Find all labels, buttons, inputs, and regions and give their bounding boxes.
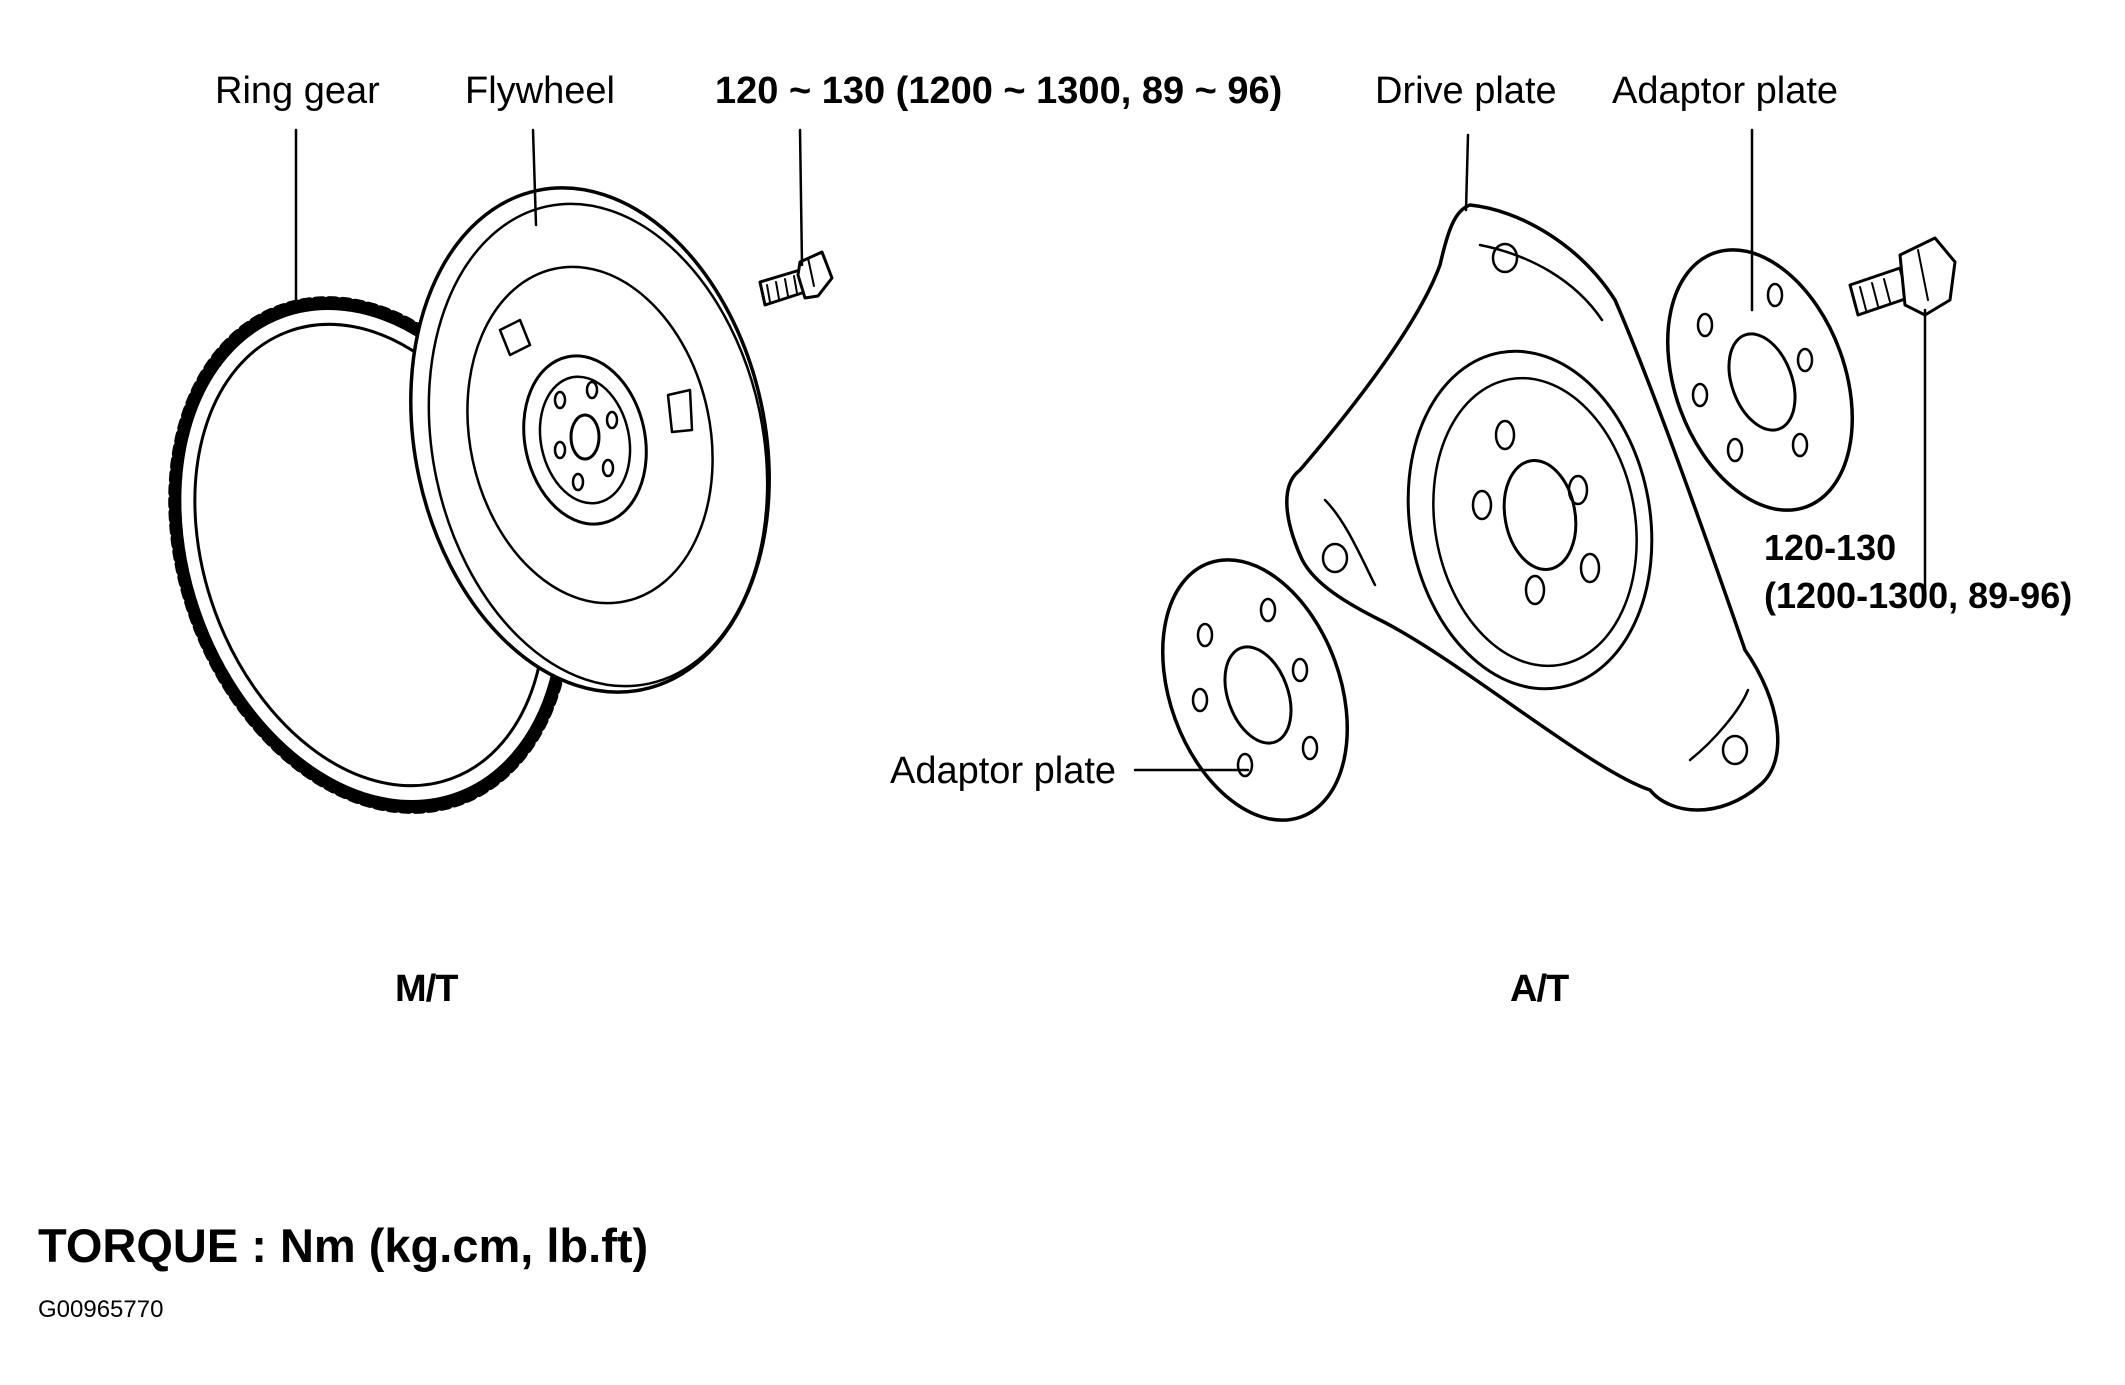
leader-torque-mt <box>800 130 802 265</box>
flywheel-face-notch <box>668 390 692 432</box>
drive-plate-hub <box>1411 362 1658 682</box>
adaptor-plate-bottom <box>1129 534 1381 846</box>
drive-plate-bolt-hole <box>1473 491 1491 519</box>
drive-plate-rim-line <box>1325 500 1375 585</box>
adaptor-plate-bolt <box>1850 238 1955 315</box>
leader-drive-plate <box>1466 135 1468 210</box>
torque-at-label-line1: 120-130 <box>1764 527 1897 568</box>
drive-plate-outline <box>1287 205 1778 810</box>
flywheel-label: Flywheel <box>465 70 615 112</box>
flywheel-face-notch <box>500 320 530 355</box>
drive-plate-label: Drive plate <box>1375 70 1557 112</box>
flywheel-bolt-hole <box>603 460 613 476</box>
leader-flywheel <box>533 130 536 225</box>
torque-units-legend: TORQUE : Nm (kg.cm, lb.ft) <box>38 1219 649 1272</box>
adaptor-plate-top-label: Adaptor plate <box>1612 70 1839 112</box>
drive-plate-bolt-hole <box>1569 476 1587 504</box>
drive-plate-rim-line <box>1690 690 1748 760</box>
flywheel-bolt-hole <box>573 474 583 490</box>
flywheel <box>366 154 814 726</box>
torque-mt-label: 120 ~ 130 (1200 ~ 1300, 89 ~ 96) <box>715 70 1283 112</box>
ring-gear-label: Ring gear <box>215 70 380 112</box>
leader-lines <box>296 130 1925 770</box>
flywheel-rim <box>366 154 814 726</box>
flywheel-hub-inner <box>529 368 642 511</box>
drive-plate-center-bore <box>1496 455 1584 575</box>
drive-plate-mount-hole <box>1323 544 1347 572</box>
flywheel-face <box>437 244 742 626</box>
flywheel-bolt-hole <box>607 412 617 428</box>
drive-plate-mount-hole <box>1493 244 1517 272</box>
flywheel-bolt-hole <box>587 382 597 398</box>
flywheel-rim-edge <box>386 172 810 718</box>
drive-plate-bolt-hole <box>1496 421 1514 449</box>
figure-id: G00965770 <box>38 1296 164 1323</box>
torque-at-label-line2: (1200-1300, 89-96) <box>1764 575 2073 616</box>
flywheel-hub-outer <box>509 344 662 535</box>
section-label-mt: M/T <box>395 968 458 1010</box>
drive-plate-bolt-hole <box>1526 576 1544 604</box>
drive-plate-mount-hole <box>1723 736 1747 764</box>
adaptor-plate-top <box>1634 224 1886 536</box>
section-label-at: A/T <box>1510 968 1569 1010</box>
flywheel-bolt-hole <box>555 392 565 408</box>
flywheel-bolt <box>760 252 832 305</box>
drive-plate-hub-ring <box>1382 332 1677 709</box>
flywheel-bolt-hole <box>555 442 565 458</box>
drive-plate <box>1287 205 1778 810</box>
flywheel-center-bore <box>571 415 599 459</box>
drive-plate-bolt-hole <box>1581 554 1599 582</box>
adaptor-plate-bottom-label: Adaptor plate <box>890 750 1117 792</box>
